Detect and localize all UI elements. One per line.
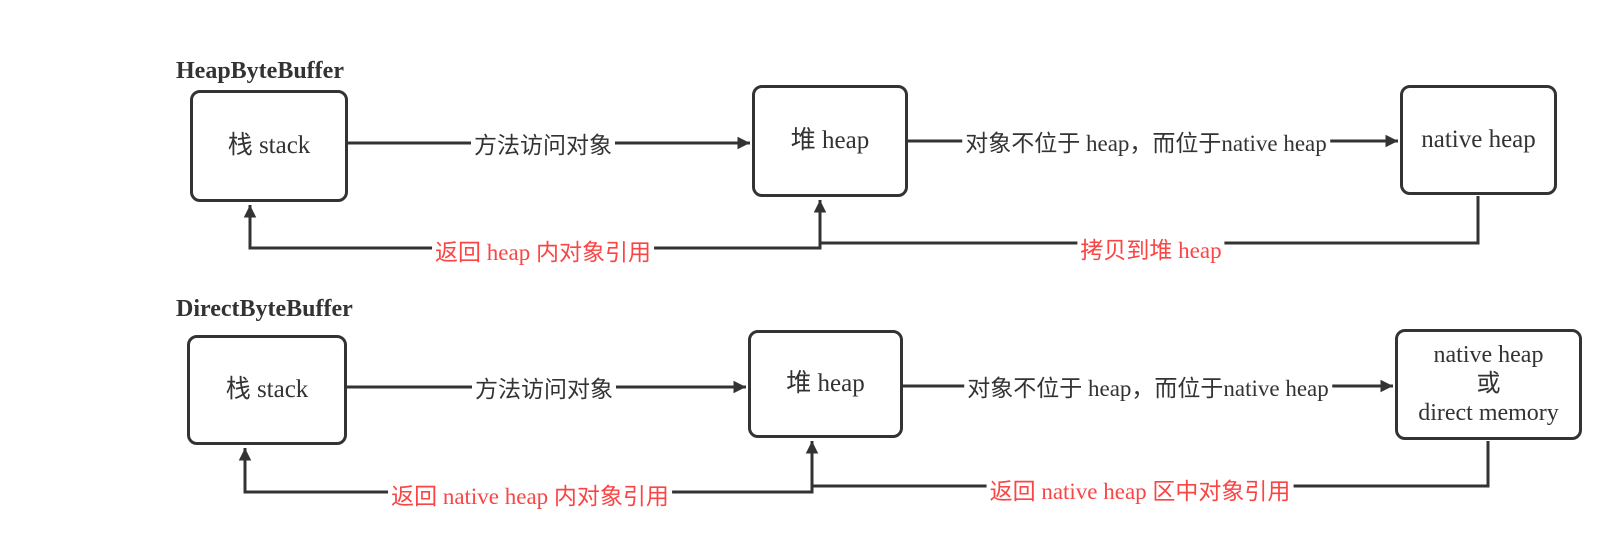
node-native-line2: 或 <box>1476 370 1501 397</box>
edge-label-method-access-bottom: 方法访问对象 <box>472 370 616 404</box>
node-stack-bottom: 栈 stack <box>187 335 347 445</box>
node-native-line3: direct memory <box>1418 400 1559 427</box>
node-stack-top: 栈 stack <box>190 90 348 202</box>
flow-title-directbytebuffer: DirectByteBuffer <box>176 296 353 322</box>
node-stack-bottom-label: 栈 stack <box>225 375 309 403</box>
node-heap-bottom-label: 堆 heap <box>786 369 865 397</box>
node-native-heap-top-label: native heap <box>1421 125 1536 153</box>
edge-label-return-native-region-reference: 返回 native heap 区中对象引用 <box>986 472 1294 506</box>
node-native-line1: native heap <box>1433 341 1544 368</box>
node-native-heap-or-direct-memory: native heap 或 direct memory <box>1395 329 1582 440</box>
edge-label-object-location-bottom: 对象不位于 heap，而位于native heap <box>964 369 1332 403</box>
flow-title-heapbytebuffer: HeapByteBuffer <box>176 58 344 84</box>
edge-label-copy-to-heap: 拷贝到堆 heap <box>1077 231 1225 265</box>
node-heap-bottom: 堆 heap <box>748 330 903 438</box>
edge-label-object-location-top: 对象不位于 heap，而位于native heap <box>962 124 1330 158</box>
node-heap-top: 堆 heap <box>752 85 908 197</box>
node-heap-top-label: 堆 heap <box>790 126 870 154</box>
edge-label-return-heap-reference: 返回 heap 内对象引用 <box>432 233 654 267</box>
node-stack-top-label: 栈 stack <box>227 131 311 159</box>
edge-label-method-access-top: 方法访问对象 <box>471 126 615 160</box>
node-native-heap-top: native heap <box>1400 85 1557 195</box>
edge-label-return-native-heap-reference: 返回 native heap 内对象引用 <box>388 477 672 511</box>
